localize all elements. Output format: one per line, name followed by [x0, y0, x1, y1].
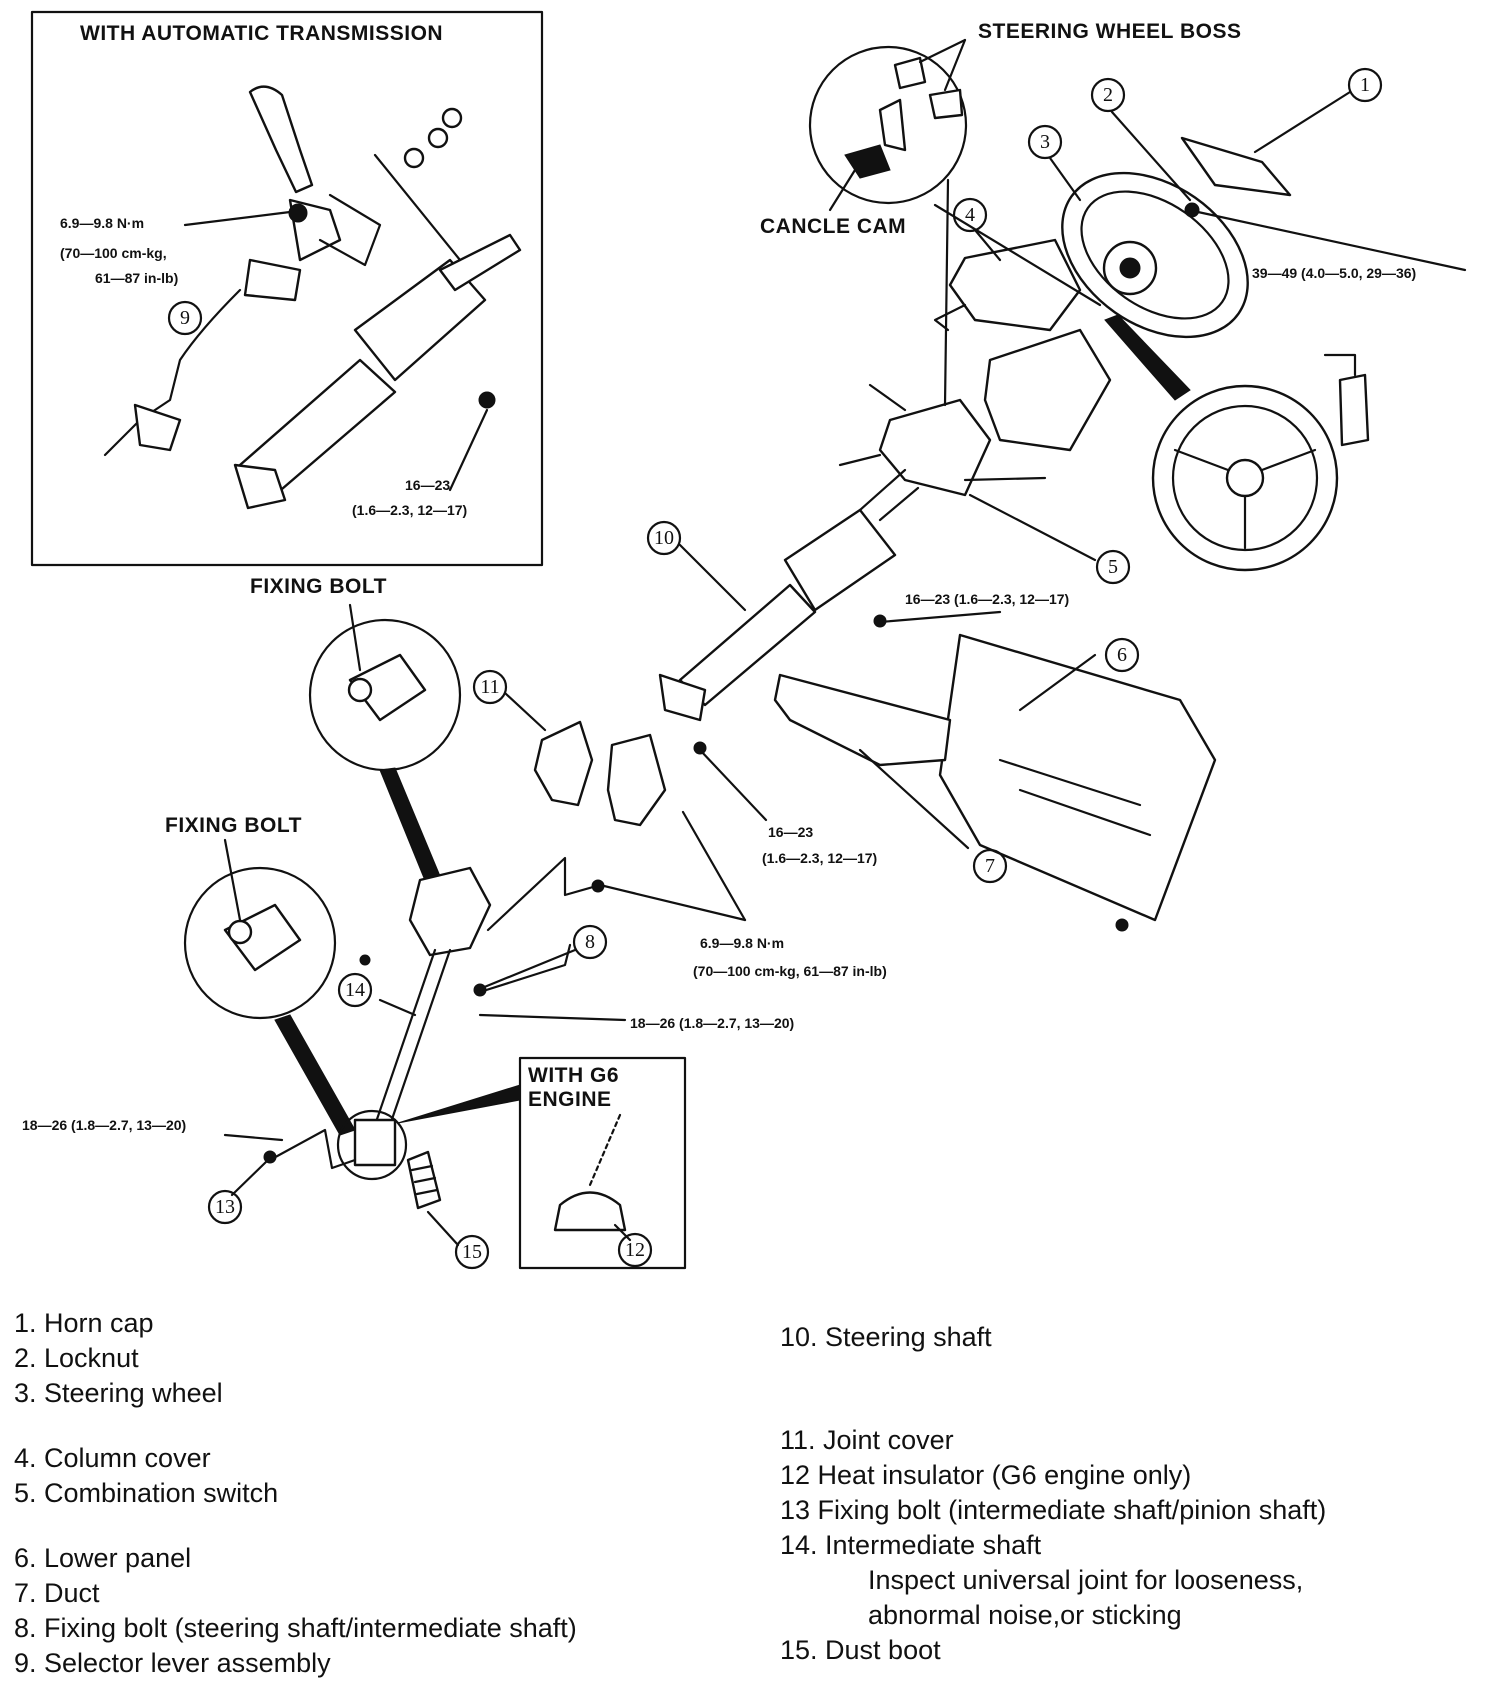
torque-4: 16—23 (1.6—2.3, 12—17): [905, 591, 1069, 607]
callout-1: 1: [1360, 74, 1370, 96]
callout-10: 10: [654, 527, 674, 549]
selector-handle-icon: [248, 85, 314, 194]
universal-joint-upper-icon: [408, 866, 492, 957]
callout-3: 3: [1040, 131, 1050, 153]
fixing-bolt-label-2: FIXING BOLT: [165, 814, 302, 837]
callouts: 1 2 3 4 5 6 7 8 10 11 12 13 14 15: [207, 67, 1383, 1270]
inset-column-bracket: [353, 258, 487, 382]
heat-insulator-icon: [553, 1191, 627, 1232]
callout-12: 12: [625, 1239, 645, 1261]
legend-item: 8. Fixing bolt (steering shaft/intermedi…: [14, 1613, 577, 1643]
legend-item: 2. Locknut: [14, 1343, 139, 1373]
horn-cap-icon: [1180, 136, 1292, 197]
fixing-bolt-detail-2: [183, 866, 337, 1020]
g6-label-1: WITH G6: [528, 1064, 619, 1087]
legend-item: 15. Dust boot: [780, 1635, 941, 1665]
torque-3: 39—49 (4.0—5.0, 29—36): [1252, 265, 1416, 281]
steering-exploded-diagram: WITH AUTOMATIC TRANSMISSION 6.9—9.8 N·m …: [22, 10, 1467, 1270]
g6-label-2: ENGINE: [528, 1088, 612, 1111]
callout-9: 9: [180, 307, 190, 329]
torque-8: 18—26 (1.8—2.7, 13—20): [22, 1117, 186, 1133]
callout-8: 8: [585, 931, 595, 953]
combination-switch-icon: [878, 398, 992, 497]
column-cover-lower-icon: [983, 328, 1112, 452]
locknut-icon: [1184, 202, 1200, 218]
callout-6: 6: [1117, 644, 1127, 666]
g6-engine-inset: [518, 1056, 687, 1270]
callout-2: 2: [1103, 84, 1113, 106]
cancle-cam-label: CANCLE CAM: [760, 215, 906, 238]
column-cover-upper-icon: [948, 238, 1082, 332]
joint-cover-right-icon: [606, 733, 667, 827]
lower-panel-icon: [938, 633, 1217, 922]
callout-15: 15: [462, 1241, 482, 1263]
fixing-bolt-label-1: FIXING BOLT: [250, 575, 387, 598]
legend-item: 10. Steering shaft: [780, 1322, 992, 1352]
torque-6b: (70—100 cm-kg, 61—87 in-lb): [693, 963, 887, 979]
legend-note: Inspect universal joint for looseness,: [868, 1565, 1304, 1595]
steering-wheel-icon: [1061, 171, 1249, 339]
legend-right: 10. Steering shaft 11. Joint cover 12 He…: [780, 1320, 1326, 1668]
wheel-boss-label: STEERING WHEEL BOSS: [978, 20, 1241, 43]
legend-item: 7. Duct: [14, 1578, 100, 1608]
callout-5: 5: [1108, 556, 1118, 578]
torque-1a: 6.9—9.8 N·m: [60, 215, 144, 231]
wheel-boss-detail: STEERING WHEEL BOSS CANCLE CAM: [760, 20, 1241, 238]
torque-6a: 6.9—9.8 N·m: [700, 935, 784, 951]
universal-joint-lower-icon: [353, 1118, 397, 1167]
torque-5b: (1.6—2.3, 12—17): [762, 850, 877, 866]
torque-2a: 16—23: [405, 477, 450, 493]
legend-item: 12 Heat insulator (G6 engine only): [780, 1460, 1192, 1490]
torque-1b: (70—100 cm-kg,: [60, 245, 167, 261]
torque-5a: 16—23: [768, 824, 813, 840]
legend-note: abnormal noise,or sticking: [868, 1600, 1182, 1630]
steering-shaft-bracket: [783, 508, 897, 612]
puller-icon: [1338, 373, 1370, 447]
auto-trans-label: WITH AUTOMATIC TRANSMISSION: [80, 22, 443, 45]
auto-transmission-inset: WITH AUTOMATIC TRANSMISSION 6.9—9.8 N·m …: [30, 10, 544, 567]
legend-item: 4. Column cover: [14, 1443, 211, 1473]
legend-item: 6. Lower panel: [14, 1543, 192, 1573]
legend-item: 11. Joint cover: [780, 1425, 954, 1455]
legend-left: 1. Horn cap 2. Locknut 3. Steering wheel…: [14, 1306, 577, 1681]
torque-7: 18—26 (1.8—2.7, 13—20): [630, 1015, 794, 1031]
callout-11: 11: [480, 676, 499, 698]
legend-item: 13 Fixing bolt (intermediate shaft/pinio…: [780, 1495, 1327, 1525]
legend-item: 14. Intermediate shaft: [780, 1530, 1042, 1560]
legend-item: 1. Horn cap: [14, 1308, 154, 1338]
callout-13: 13: [215, 1196, 235, 1218]
duct-icon: [773, 673, 952, 767]
legend-item: 3. Steering wheel: [14, 1378, 223, 1408]
steering-wheel-group: 39—49 (4.0—5.0, 29—36): [1061, 136, 1467, 572]
callout-4: 4: [965, 204, 975, 226]
callout-14: 14: [345, 979, 365, 1001]
legend-item: 9. Selector lever assembly: [14, 1648, 331, 1678]
torque-2b: (1.6—2.3, 12—17): [352, 502, 467, 518]
legend-item: 5. Combination switch: [14, 1478, 279, 1508]
callout-7: 7: [985, 855, 995, 877]
torque-1c: 61—87 in-lb): [95, 270, 178, 286]
joint-cover-left-icon: [533, 720, 594, 807]
